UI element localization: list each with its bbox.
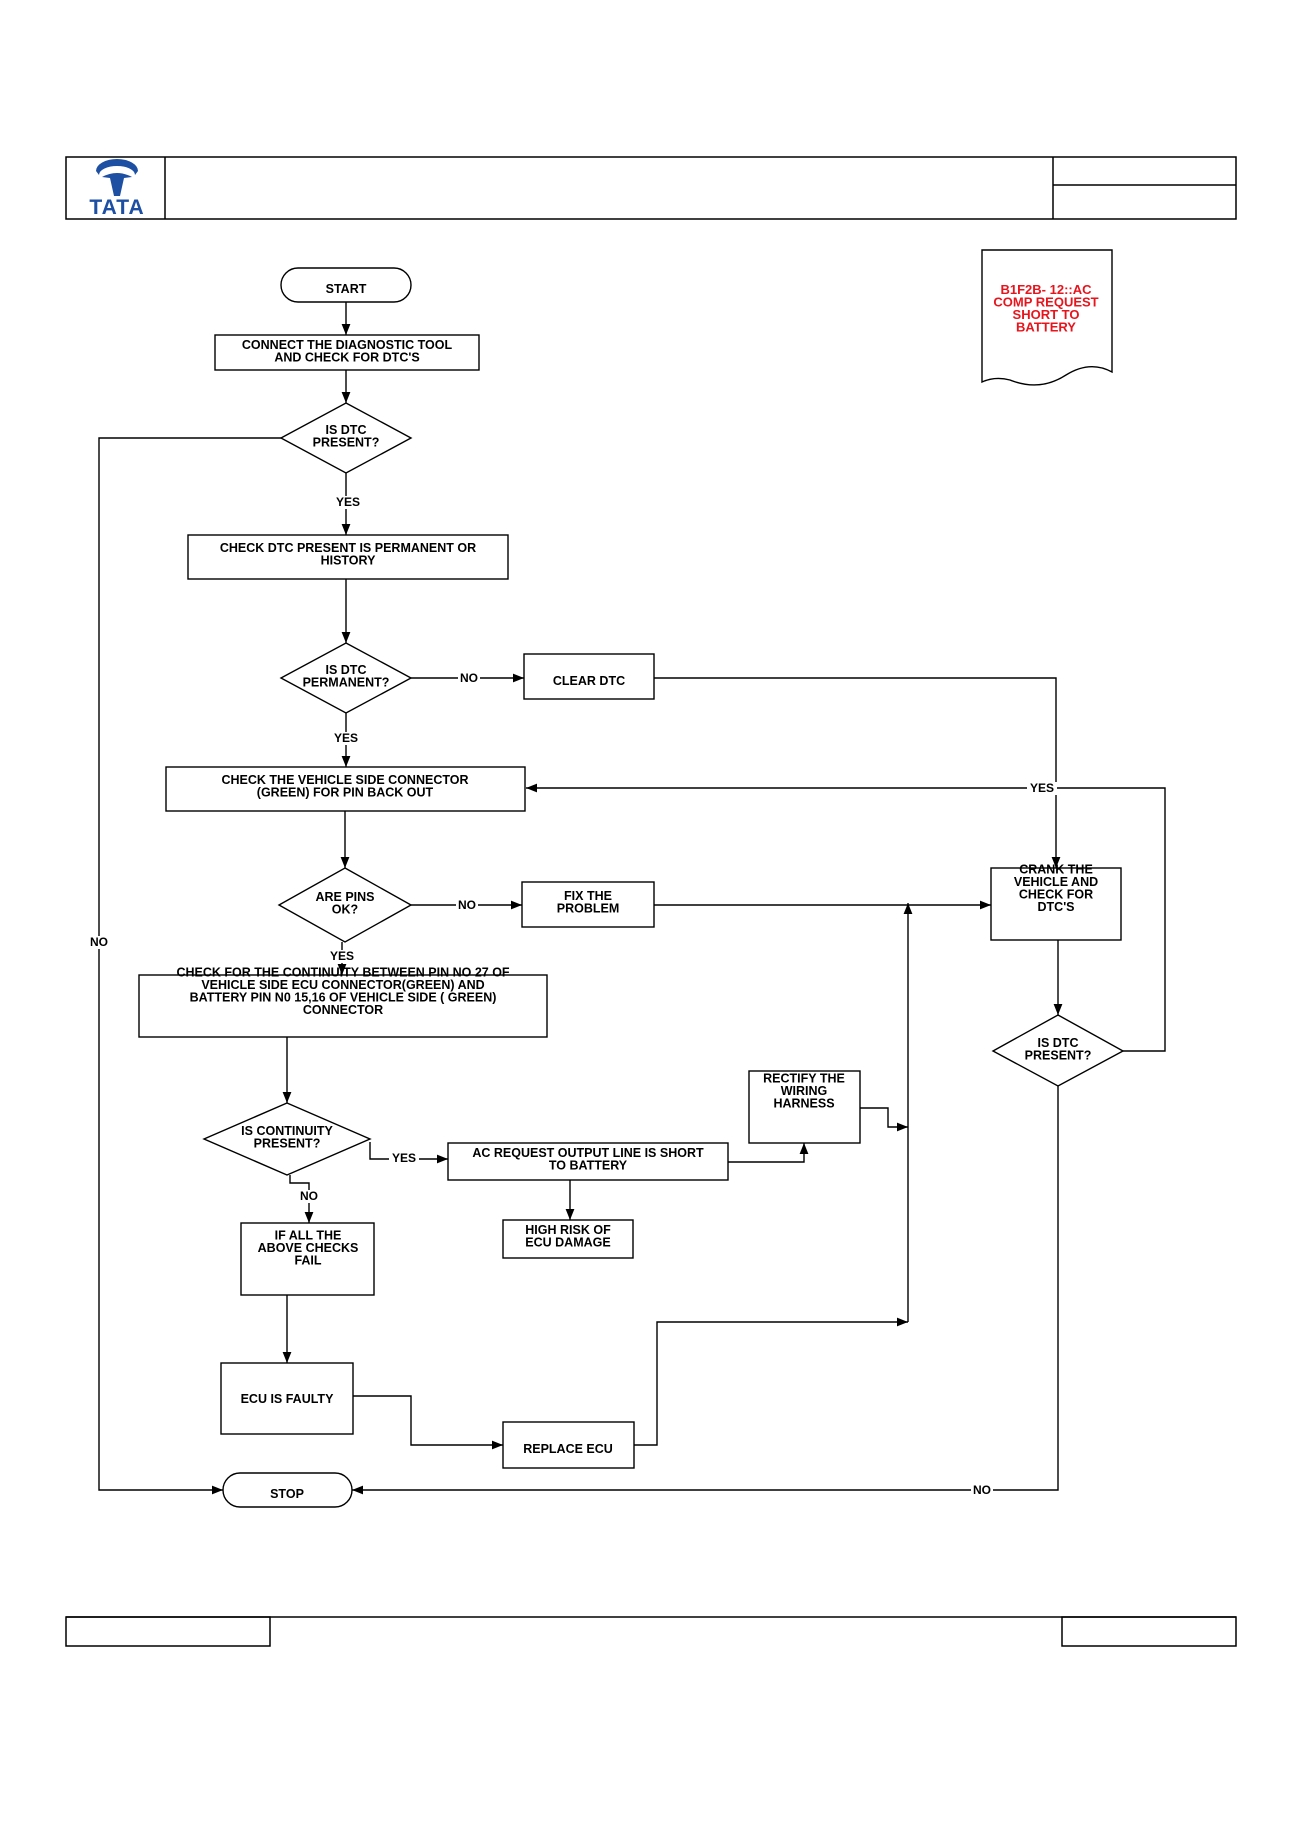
- edge-label-bg: [298, 1190, 320, 1203]
- edge-label-bg: [1027, 782, 1057, 795]
- node-check-permanent: [187, 534, 509, 580]
- edge-label-bg: [327, 950, 357, 963]
- edge-label-no-perm: NO: [460, 671, 478, 685]
- node-stop: [222, 1472, 353, 1508]
- page-footer: [65, 1616, 1237, 1647]
- tata-emblem-icon: [96, 159, 138, 196]
- node-dtc-present-2: [991, 1014, 1125, 1087]
- edge-label-yes-dtc2: YES: [1030, 781, 1054, 795]
- label-ecu-faulty: ECU IS FAULTY: [241, 1392, 334, 1406]
- edge-replace-bus: [634, 1317, 908, 1446]
- edge-label-no-dtc1: NO: [90, 935, 108, 949]
- node-dtc-permanent: [279, 642, 413, 714]
- edge-label-bg: [456, 899, 478, 912]
- tata-logo-text: TATA: [89, 196, 144, 219]
- edge-label-bg: [389, 1152, 419, 1165]
- header-frame: [65, 156, 1237, 220]
- edge-label-yes-perm: YES: [334, 731, 358, 745]
- node-fix-problem: [521, 881, 655, 928]
- node-all-checks-fail: [240, 1222, 375, 1296]
- edge-label-yes-dtc1: YES: [336, 495, 360, 509]
- edge-dtc2-no-stop: [352, 1086, 1059, 1495]
- edge-dtc2-yes-conn: [526, 783, 1166, 1052]
- footer-box-left: [65, 1616, 271, 1647]
- edge-contq-yes-short: [369, 1142, 448, 1164]
- label-clear-dtc: CLEAR DTC: [553, 674, 625, 688]
- edge-label-bg: [458, 672, 480, 685]
- node-check-connector: [165, 766, 526, 812]
- node-clear-dtc: [523, 653, 655, 700]
- edge-label-bg: [333, 496, 363, 509]
- node-connect: [214, 334, 480, 371]
- footer-box-right: [1061, 1616, 1237, 1647]
- node-continuity-check: [138, 974, 548, 1038]
- label-replace: REPLACE ECU: [523, 1442, 613, 1456]
- edge-dtc1-no-stop: [98, 437, 281, 1495]
- edge-label-no-dtc2: NO: [973, 1483, 991, 1497]
- flowchart-connectors: [98, 302, 1166, 1495]
- page-header: TATA: [65, 156, 1237, 220]
- edge-label-bg: [971, 1484, 993, 1497]
- label-start: START: [326, 282, 367, 296]
- edge-label-bg: [331, 732, 361, 745]
- label-stop: STOP: [270, 1487, 304, 1501]
- node-ecu-faulty: [220, 1362, 354, 1435]
- node-rectify-harness: [748, 1070, 861, 1144]
- edge-label-yes-cont: YES: [392, 1151, 416, 1165]
- node-replace-ecu: [502, 1421, 635, 1469]
- node-continuity-question: [202, 1102, 372, 1176]
- flowchart-nodes: [138, 267, 1125, 1508]
- dtc-code-note: [981, 249, 1113, 386]
- edge-label-no-pins: NO: [458, 898, 476, 912]
- node-crank: [990, 867, 1122, 941]
- label-continuity-check: CHECK FOR THE CONTINUITY BETWEEN PIN NO …: [176, 965, 509, 1017]
- edge-label-bg: [88, 936, 110, 949]
- label-check-conn: CHECK THE VEHICLE SIDE CONNECTOR(GREEN) …: [221, 773, 468, 800]
- edge-label-yes-pins: YES: [330, 949, 354, 963]
- node-dtc-present-1: [279, 402, 413, 474]
- edge-rectify-bus: [860, 1107, 908, 1132]
- note-document-shape: [981, 249, 1113, 386]
- tata-logo: TATA: [89, 159, 144, 219]
- node-short-to-battery: [447, 1142, 729, 1181]
- edge-label-no-cont: NO: [300, 1189, 318, 1203]
- node-pins-ok: [277, 867, 413, 943]
- node-high-risk: [502, 1219, 634, 1259]
- edge-clear-crank: [654, 677, 1061, 868]
- edge-faulty-replace: [353, 1395, 503, 1450]
- node-start: [280, 267, 412, 303]
- edge-short-rectify: [728, 1143, 809, 1163]
